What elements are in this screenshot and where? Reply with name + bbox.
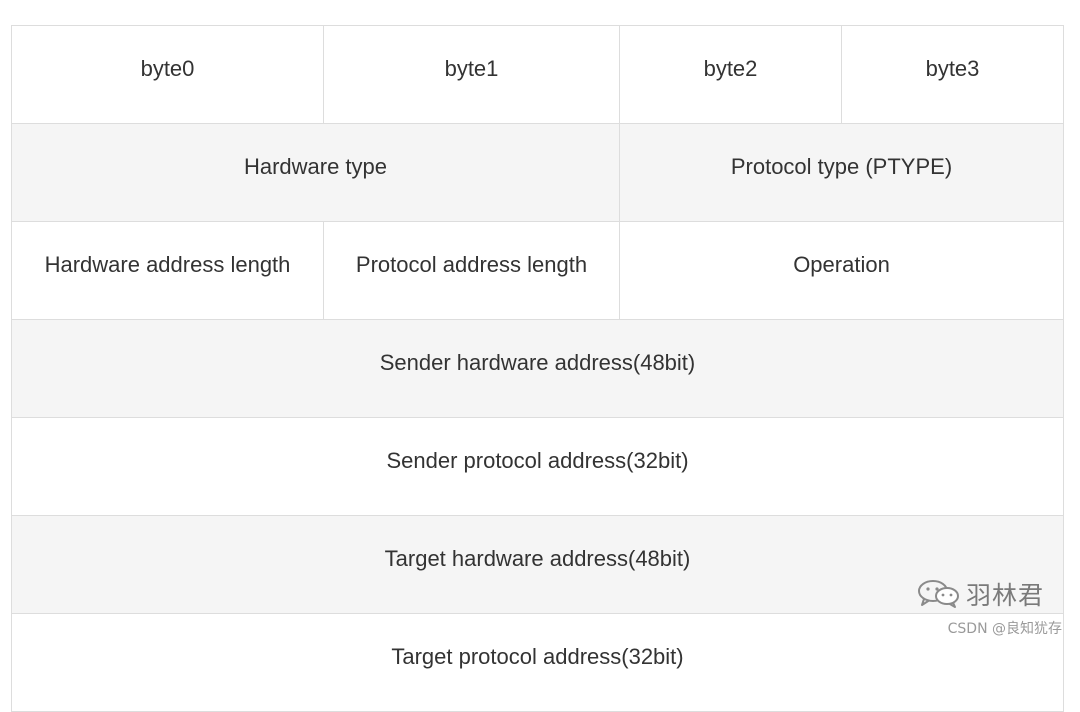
- table-row: Hardware address length Protocol address…: [11, 221, 1064, 320]
- watermark-brand: 羽林君: [916, 576, 1044, 612]
- header-cell-byte0: byte0: [11, 25, 324, 124]
- table-row: Target protocol address(32bit): [11, 613, 1064, 712]
- watermark-source: CSDN @良知犹存: [947, 621, 1062, 637]
- field-sender-protocol-address: Sender protocol address(32bit): [11, 417, 1064, 516]
- table-row: Sender protocol address(32bit): [11, 417, 1064, 516]
- header-cell-byte2: byte2: [619, 25, 842, 124]
- watermark-name: 羽林君: [965, 581, 1044, 610]
- arp-packet-format-table: byte0 byte1 byte2 byte3 Hardware type Pr…: [11, 25, 1064, 712]
- header-cell-byte1: byte1: [323, 25, 620, 124]
- header-cell-byte3: byte3: [841, 25, 1064, 124]
- field-protocol-address-length: Protocol address length: [323, 221, 620, 320]
- field-target-hardware-address: Target hardware address(48bit): [11, 515, 1064, 614]
- watermark: 羽林君 CSDN @良知犹存: [912, 576, 1062, 638]
- table-row: Target hardware address(48bit): [11, 515, 1064, 614]
- wechat-icon: [917, 580, 959, 608]
- field-sender-hardware-address: Sender hardware address(48bit): [11, 319, 1064, 418]
- field-target-protocol-address: Target protocol address(32bit): [11, 613, 1064, 712]
- field-protocol-type: Protocol type (PTYPE): [619, 123, 1064, 222]
- field-hardware-type: Hardware type: [11, 123, 620, 222]
- table-row: Hardware type Protocol type (PTYPE): [11, 123, 1064, 222]
- field-operation: Operation: [619, 221, 1064, 320]
- table-header-row: byte0 byte1 byte2 byte3: [11, 25, 1064, 124]
- field-hardware-address-length: Hardware address length: [11, 221, 324, 320]
- table-row: Sender hardware address(48bit): [11, 319, 1064, 418]
